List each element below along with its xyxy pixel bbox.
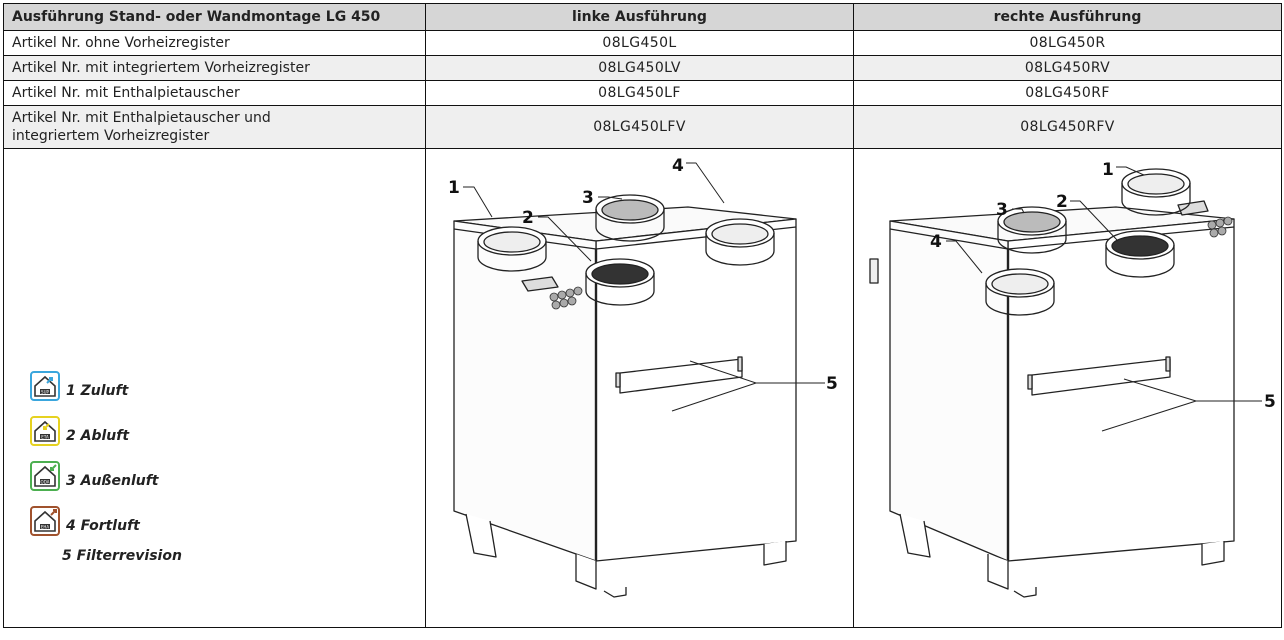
row-label-line1: Artikel Nr. mit Enthalpietauscher und	[12, 110, 271, 126]
spigot-4	[985, 268, 1055, 316]
row-label: Artikel Nr. mit Enthalpietauscher und in…	[3, 105, 426, 149]
table-header-row: Ausführung Stand- oder Wandmontage LG 45…	[3, 3, 1282, 31]
legend-item: EHA 4 Fortluft	[30, 494, 182, 536]
article-left: 08LG450LF	[425, 80, 854, 106]
icon-code: ODA	[41, 479, 50, 484]
spigot-1	[477, 226, 547, 272]
column-header-right: rechte Ausführung	[853, 3, 1282, 31]
callout-1: 1	[448, 178, 460, 198]
left-unit-cell: 1 2 3 4 5	[425, 148, 854, 628]
legend-item: SUP 1 Zuluft	[30, 359, 182, 401]
spigot-1	[1121, 168, 1191, 216]
article-left: 08LG450LFV	[425, 105, 854, 149]
legend-text: 2 Abluft	[66, 428, 130, 444]
specification-table: Ausführung Stand- oder Wandmontage LG 45…	[3, 3, 1282, 628]
legend-text: 3 Außenluft	[66, 473, 159, 489]
legend-cell: SUP 1 Zuluft ETA	[3, 148, 426, 628]
spigot-4	[705, 218, 775, 266]
right-unit-cell: 1 2 3 4 5	[853, 148, 1282, 628]
row-label-line2: integriertem Vorheizregister	[12, 128, 210, 144]
callout-1: 1	[1102, 160, 1114, 180]
article-right: 08LG450RV	[853, 55, 1282, 81]
legend-item: ETA 2 Abluft	[30, 404, 182, 446]
extract-air-house-icon: ETA	[30, 416, 60, 446]
spigot-3	[997, 206, 1067, 254]
callout-3: 3	[582, 188, 594, 208]
side-panel	[889, 220, 1009, 562]
table-row: Artikel Nr. mit integriertem Vorheizregi…	[3, 55, 1282, 81]
legend-item: ODA 3 Außenluft	[30, 449, 182, 491]
left-unit-drawing: 1 2 3 4 5	[448, 156, 838, 598]
icon-code: SUP	[41, 389, 49, 394]
outdoor-air-house-icon: ODA	[30, 461, 60, 491]
table-title: Ausführung Stand- oder Wandmontage LG 45…	[3, 3, 426, 31]
legend: SUP 1 Zuluft ETA	[30, 359, 182, 564]
spigot-3	[595, 194, 665, 242]
legend-filter-revision: 5 Filterrevision	[62, 548, 182, 564]
article-left: 08LG450L	[425, 30, 854, 56]
right-unit-drawing: 1 2 3 4 5	[869, 160, 1276, 598]
table-row: Artikel Nr. ohne Vorheizregister 08LG450…	[3, 30, 1282, 56]
callout-4: 4	[930, 232, 942, 252]
supply-air-house-icon: SUP	[30, 371, 60, 401]
row-label: Artikel Nr. mit Enthalpietauscher	[3, 80, 426, 106]
column-header-left: linke Ausführung	[425, 3, 854, 31]
illustration-row: SUP 1 Zuluft ETA	[3, 148, 1282, 628]
table-row: Artikel Nr. mit Enthalpietauscher und in…	[3, 105, 1282, 149]
icon-code: EHA	[41, 524, 50, 529]
row-label: Artikel Nr. ohne Vorheizregister	[3, 30, 426, 56]
article-left: 08LG450LV	[425, 55, 854, 81]
legend-text: 4 Fortluft	[66, 518, 140, 534]
callout-3: 3	[996, 200, 1008, 220]
callout-2: 2	[1056, 192, 1068, 212]
table-row: Artikel Nr. mit Enthalpietauscher 08LG45…	[3, 80, 1282, 106]
exhaust-air-house-icon: EHA	[30, 506, 60, 536]
callout-5: 5	[1264, 392, 1276, 412]
callout-2: 2	[522, 208, 534, 228]
icon-code: ETA	[41, 434, 49, 439]
callout-4: 4	[672, 156, 684, 176]
spigot-2	[585, 258, 655, 306]
callout-5: 5	[826, 374, 838, 394]
article-right: 08LG450RF	[853, 80, 1282, 106]
article-right: 08LG450R	[853, 30, 1282, 56]
side-panel	[453, 220, 597, 562]
row-label: Artikel Nr. mit integriertem Vorheizregi…	[3, 55, 426, 81]
article-right: 08LG450RFV	[853, 105, 1282, 149]
spigot-2	[1105, 230, 1175, 278]
legend-text: 1 Zuluft	[66, 383, 129, 399]
